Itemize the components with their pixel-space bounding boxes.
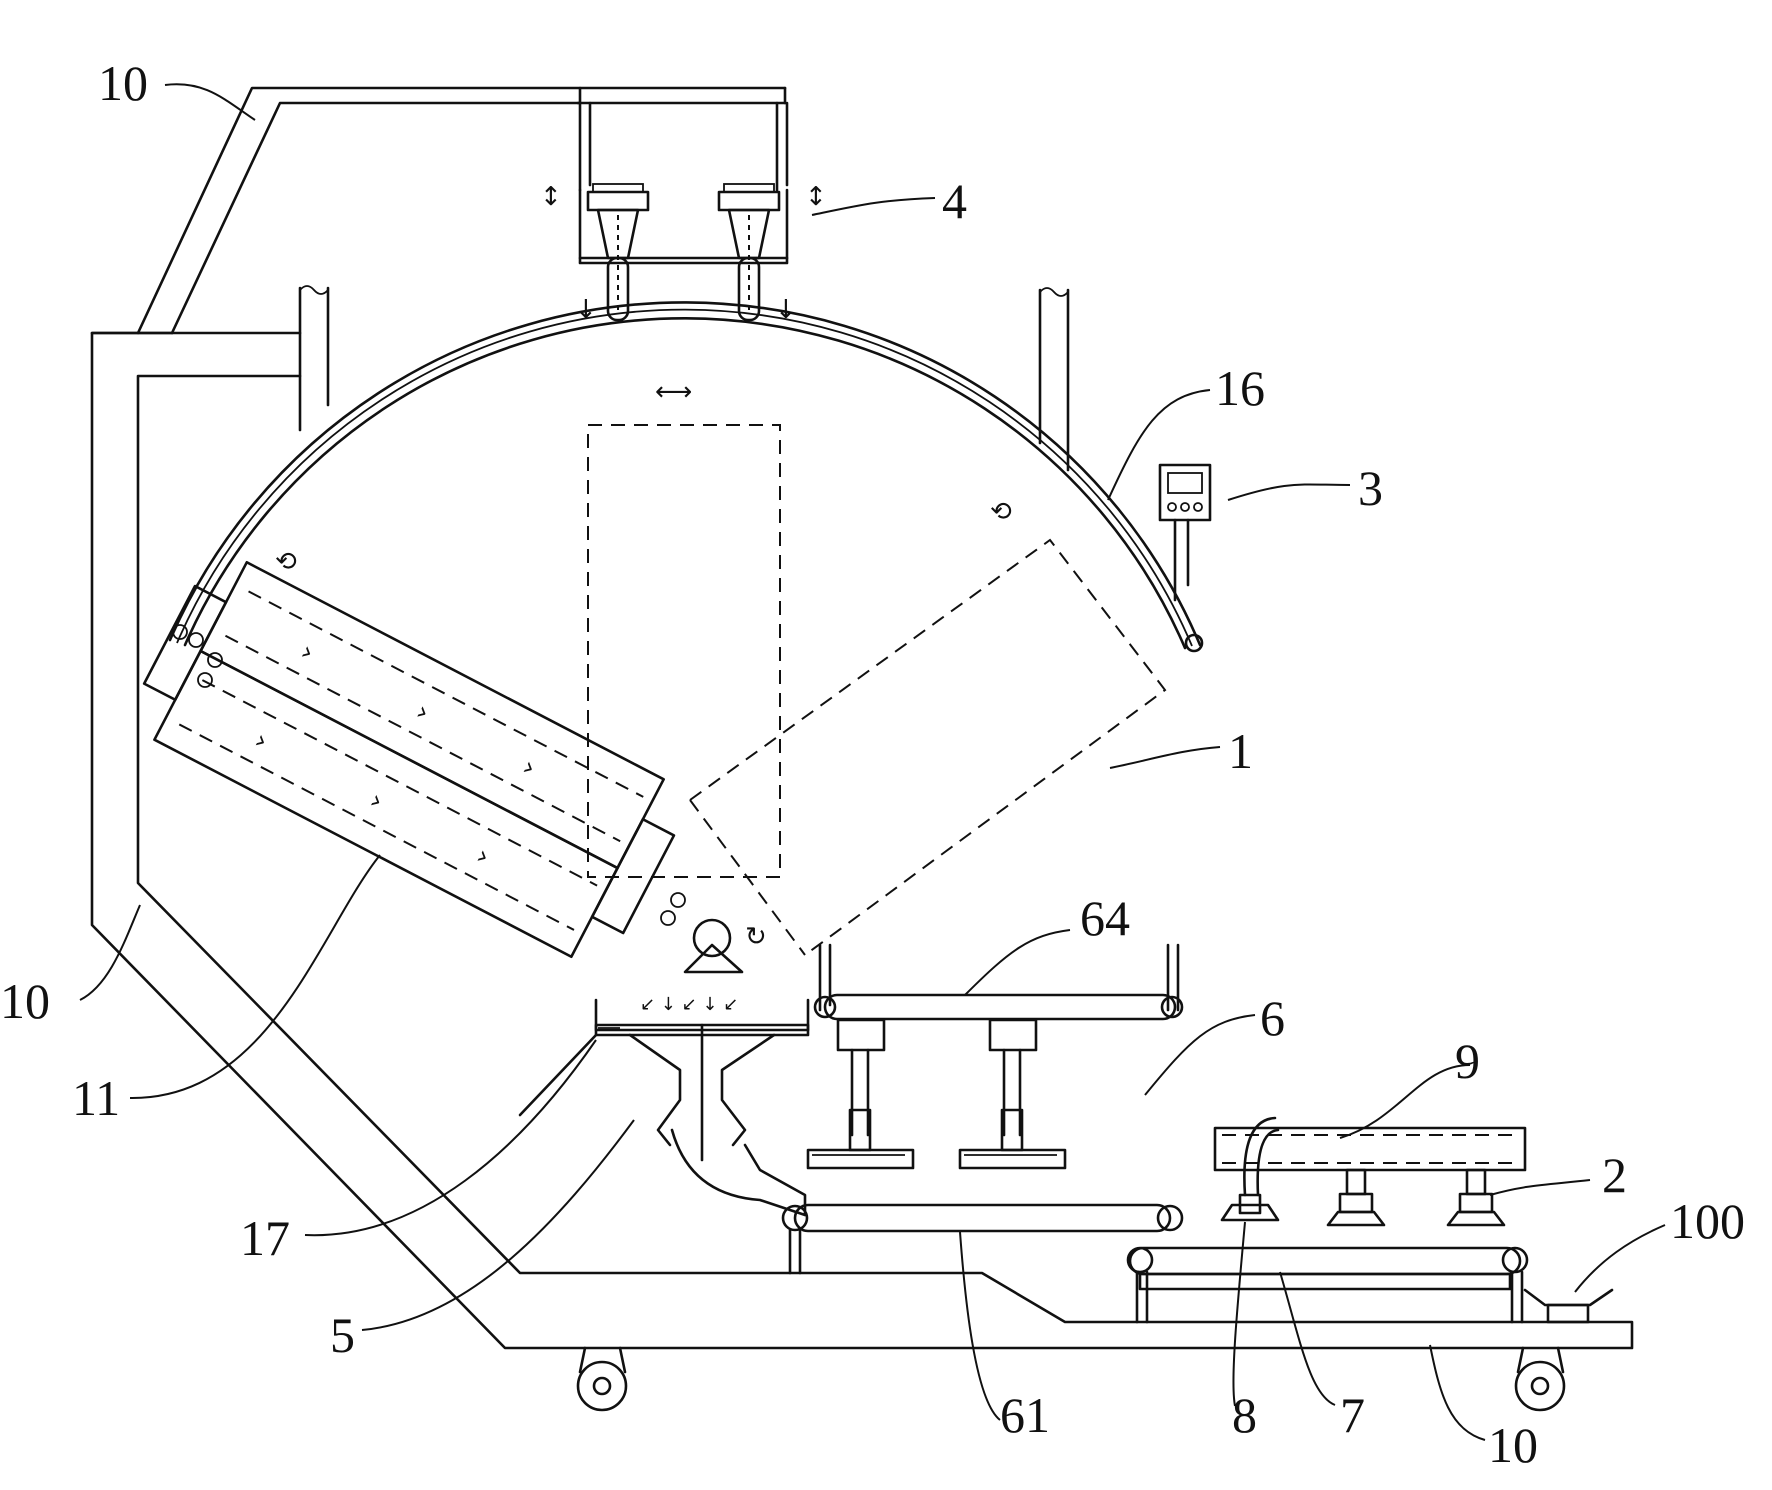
dashed-positions: ⟲ ⟲ (275, 424, 1167, 956)
label-chute: 17 (240, 1210, 290, 1266)
label-conveyor-bottom: 61 (1000, 1387, 1050, 1443)
label-track: 16 (1215, 360, 1265, 416)
frame (90, 86, 1634, 1350)
label-frame-top: 10 (98, 55, 148, 111)
label-suction-cup: 2 (1602, 1147, 1627, 1203)
lower-conveyor (781, 1203, 1184, 1275)
label-frame-left: 10 (0, 973, 50, 1029)
reference-numerals: 10 4 16 3 1 64 6 10 11 9 2 100 17 5 61 8… (0, 55, 1745, 1473)
updown-arrow-icon: ↕ (805, 182, 827, 212)
sander-head (958, 1018, 1067, 1170)
rotate-arrow-icon: ⟲ (990, 497, 1012, 527)
swing-arrow-icon: ⟷ (655, 377, 692, 407)
drum-bearings: ↻ (172, 624, 767, 974)
svg-text:›: › (365, 785, 388, 816)
label-conveyor-top: 64 (1080, 890, 1130, 946)
svg-text:›: › (411, 697, 434, 728)
label-hopper: 9 (1455, 1033, 1480, 1089)
pedal (1523, 1288, 1614, 1324)
svg-text:›: › (249, 725, 272, 756)
arc-track: ⟷ (168, 301, 1204, 653)
sander-head (806, 1018, 915, 1170)
funnel-assembly: ↙ ↓ ↙ ↓ ↙ (518, 994, 810, 1217)
controller (1158, 463, 1212, 602)
caster-wheels (576, 1346, 1566, 1412)
label-funnel: 5 (330, 1307, 355, 1363)
label-lifter: 4 (942, 173, 967, 229)
belt-7 (1126, 1246, 1529, 1324)
drum-assembly: › › › › › › (142, 560, 676, 959)
svg-text:↙ ↓ ↙ ↓ ↙: ↙ ↓ ↙ ↓ ↙ (640, 994, 738, 1015)
label-frame-base: 10 (1488, 1417, 1538, 1473)
label-box: 1 (1228, 723, 1253, 779)
svg-text:›: › (517, 752, 540, 783)
label-valve: 8 (1232, 1387, 1257, 1443)
leader-lines (79, 83, 1666, 1441)
label-lower-belt: 7 (1340, 1387, 1365, 1443)
rotate-arrow-icon: ⟲ (275, 547, 297, 577)
lifter-assembly: ↕ ↕ ↓ ↓ (540, 86, 827, 325)
label-pedal: 100 (1670, 1193, 1745, 1249)
hopper-assembly (1213, 1116, 1527, 1227)
svg-text:›: › (471, 841, 494, 872)
label-drum: 11 (72, 1070, 120, 1126)
svg-text:↻: ↻ (745, 922, 767, 952)
updown-arrow-icon: ↕ (540, 182, 562, 212)
svg-text:›: › (296, 637, 319, 668)
sanding-unit (806, 943, 1184, 1170)
label-controller: 3 (1358, 460, 1383, 516)
label-sander: 6 (1260, 990, 1285, 1046)
